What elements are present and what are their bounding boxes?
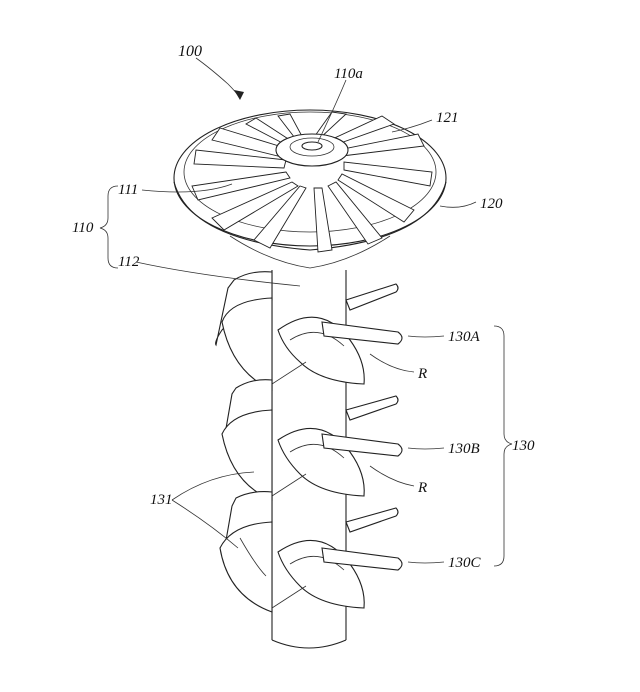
- cap-edge: [173, 181, 447, 251]
- leader-130a: [407, 335, 445, 338]
- cap-disk: [173, 109, 447, 269]
- cap-outer-rim: [173, 109, 447, 247]
- cap-underside: [229, 235, 391, 269]
- label-130c: 130C: [448, 555, 482, 571]
- label-130: 130: [512, 438, 535, 454]
- hub-hole: [301, 141, 323, 151]
- label-130b: 130B: [448, 441, 480, 457]
- blade-stage-c: [219, 491, 403, 613]
- cap-ribs: [191, 111, 433, 253]
- label-r1: R: [417, 366, 427, 382]
- blade-stage-a: [215, 271, 403, 391]
- leader-100: [195, 57, 241, 99]
- arrow-100-icon: [234, 90, 244, 100]
- label-131: 131: [150, 492, 173, 508]
- leader-110a: [317, 79, 347, 143]
- brace-110: [99, 185, 119, 269]
- label-r2: R: [417, 480, 427, 496]
- label-111: 111: [118, 182, 138, 198]
- brace-130: [493, 325, 513, 567]
- label-120: 120: [480, 196, 503, 212]
- label-110a: 110a: [334, 66, 363, 82]
- leader-121: [391, 119, 433, 133]
- label-110: 110: [72, 220, 94, 236]
- leader-131-b: [171, 499, 239, 549]
- label-100: 100: [178, 43, 202, 60]
- leader-lines: [135, 57, 477, 564]
- labels: 100 110a 121 110 111 120 112 130A R 130B…: [72, 43, 535, 571]
- braces: [99, 185, 513, 567]
- hub-ring: [289, 137, 335, 157]
- leader-r2: [369, 465, 415, 487]
- leader-120: [439, 201, 477, 208]
- blade-stage-b: [221, 379, 403, 501]
- label-112: 112: [118, 254, 140, 270]
- leader-130b: [407, 447, 445, 450]
- leader-111: [141, 183, 233, 193]
- label-121: 121: [436, 110, 459, 126]
- leader-r1: [369, 353, 415, 373]
- leader-131-a: [171, 471, 255, 501]
- leader-130c: [407, 561, 445, 564]
- label-130a: 130A: [448, 329, 481, 345]
- leader-112: [135, 261, 301, 287]
- hub: [275, 133, 349, 167]
- cap-inner-rim: [183, 111, 437, 233]
